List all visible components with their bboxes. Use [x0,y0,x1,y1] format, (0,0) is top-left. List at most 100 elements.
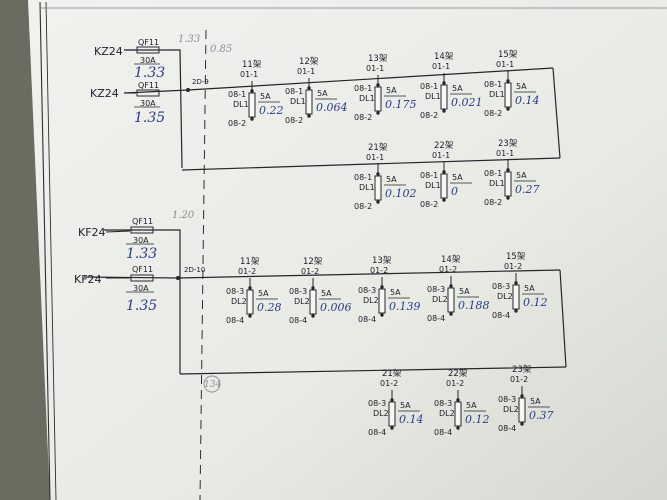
block1-row2-unit-1-reading: 0.102 [385,187,417,200]
bottom-bus-junction [176,276,180,280]
block1-row1-unit-3-terminal-in [376,83,380,87]
block2-row1-unit-2-in-terminal: 08-3 [289,287,307,296]
block2-row1-unit-5-out-terminal: 08-4 [492,311,510,320]
block1-row2-unit-1-fuse-rating: 5A [386,175,397,184]
block2-row1-unit-5-fuse [512,284,520,310]
block2-row2-unit-3-out-terminal: 08-4 [498,424,516,433]
block2-row1-unit-1-rack: 11架 [240,257,260,267]
block2-row1-unit-2-terminal-in [311,286,315,290]
block1-row1-unit-5-out-terminal: 08-2 [484,109,502,118]
page-border-left [39,1,51,500]
block1-row1-unit-2-rack: 12架 [299,57,319,67]
block2-row1-unit-3-port: 01-2 [370,266,388,275]
block2-row1-unit-1-terminal-out [248,314,252,318]
block1-row2-unit-2-dl: DL1 [425,181,441,190]
block1-row1-unit-4-terminal-in [442,81,446,85]
block2-row1-unit-4-dl: DL2 [432,295,448,304]
block1-row2-unit-2-rack: 22架 [434,141,454,151]
block1-row1-unit-1-out-terminal: 08-2 [228,119,246,128]
block1-row1-unit-5-rack: 15架 [498,50,518,60]
pencil-note-bottom: 134 [204,380,221,390]
block2-row2-unit-3-terminal-out [520,422,524,426]
block1-row1-unit-1-terminal-in [250,89,254,93]
block2-row1-unit-2-terminal-out [311,314,315,318]
block1-row2-unit-3-terminal-in [506,168,510,172]
block2-row1-unit-3-terminal-in [380,285,384,289]
block2-row2-unit-3-in-terminal: 08-3 [498,395,516,404]
block2-row2-unit-1-rack: 21架 [382,369,402,379]
rack-units-layer: 11架01-108-1DL15A0.2208-212架01-108-1DL15A… [226,50,554,437]
bottom-source-2-reading: 1.35 [126,298,157,314]
block2-row1-unit-2-rack: 12架 [303,257,323,267]
pencil-note-bottom-circle [203,375,221,393]
block1-row2-unit-1-out-terminal: 08-2 [354,202,372,211]
block1-row2-unit-3-in-terminal: 08-1 [484,169,502,178]
block2-row1-unit-4-terminal-out [449,312,453,316]
top-source-1: KZ24 QF11 30A 1.33 [94,38,165,81]
block2-row2-unit-2-reading: 0.12 [465,413,490,426]
block2-row1-unit-2-fuse [309,289,317,315]
block2-row2-unit-1-in-terminal: 08-3 [368,399,386,408]
block1-row1-unit-2-in-terminal: 08-1 [285,87,303,96]
bottom-bus-right [559,269,567,368]
bottom-source-2-breaker: QF11 [132,265,153,274]
block1-row1-unit-3-port: 01-1 [366,64,384,73]
block2-row1-unit-1-terminal-in [248,286,252,290]
block2-row1-unit-2-out-terminal: 08-4 [289,316,307,325]
bottom-source-2: KF24 QF11 30A 1.35 [74,265,157,314]
block2-row1-unit-3-terminal-out [380,313,384,317]
block1-row2-unit-2-reading: 0 [451,185,458,198]
block2-row1-unit-3-rack: 13架 [372,256,392,266]
bottom-source-2-rating: 30A [133,284,149,293]
block1-row2-unit-3-fuse [504,171,512,197]
block1-row1-unit-4-rack: 14架 [434,52,454,62]
top-source-1-breaker-box [136,46,160,54]
block1-row2-unit-3-fuse-rating: 5A [516,171,527,180]
block1-row1-unit-1-fuse [248,92,256,118]
block1-row1-unit-4-port: 01-1 [432,62,450,71]
block2-row1-unit-4-terminal-in [449,284,453,288]
top-bus-right [552,67,561,159]
bottom-bus-label: 2D-10 [184,266,205,274]
block1-row1-unit-2-dl: DL1 [290,97,306,106]
bottom-source-2-breaker-box [130,274,154,282]
block2-row1-unit-4-fuse-rating: 5A [459,287,470,296]
block2-row1-unit-5-rack: 15架 [506,252,526,262]
block1-row2-unit-3-reading: 0.27 [515,183,540,196]
top-source-1-breaker: QF11 [138,38,159,47]
bottom-source-1-breaker: QF11 [132,217,153,226]
block2-row2-unit-3-fuse [518,397,526,423]
block2-row2-unit-2-in-terminal: 08-3 [434,399,452,408]
block1-row2-unit-3-out-terminal: 08-2 [484,198,502,207]
block1-row1-unit-3-terminal-out [376,111,380,115]
block1-row1-unit-4-in-terminal: 08-1 [420,82,438,91]
block2-row1-unit-4-reading: 0.188 [458,299,490,312]
block1-row1-unit-4-dl: DL1 [425,92,441,101]
block2-row2-unit-2-rack: 22架 [448,369,468,379]
block1-row1-unit-2-fuse-rating: 5A [317,89,328,98]
block1-row1-unit-2-fuse [305,89,313,115]
block2-row1-unit-1-port: 01-2 [238,267,256,276]
block2-row2-unit-3-reading: 0.37 [529,409,554,422]
block1-row1-unit-4-terminal-out [442,109,446,113]
block2-row2-unit-1-terminal-out [390,426,394,430]
block2-row1-unit-3-in-terminal: 08-3 [358,286,376,295]
block2-row2-unit-1-fuse [388,401,396,427]
block1-row2-unit-2-out-terminal: 08-2 [420,200,438,209]
block1-row1-unit-3-rack: 13架 [368,54,388,64]
block2-row1-unit-1-dl: DL2 [231,297,247,306]
block1-row2-unit-2-terminal-out [442,198,446,202]
block2-row2-unit-3-rack: 23架 [512,365,532,375]
block2-row1-unit-5-port: 01-2 [504,262,522,271]
block2-row1-unit-4-port: 01-2 [439,265,457,274]
block1-row2-unit-1-in-terminal: 08-1 [354,173,372,182]
paper-sheet [28,0,667,500]
